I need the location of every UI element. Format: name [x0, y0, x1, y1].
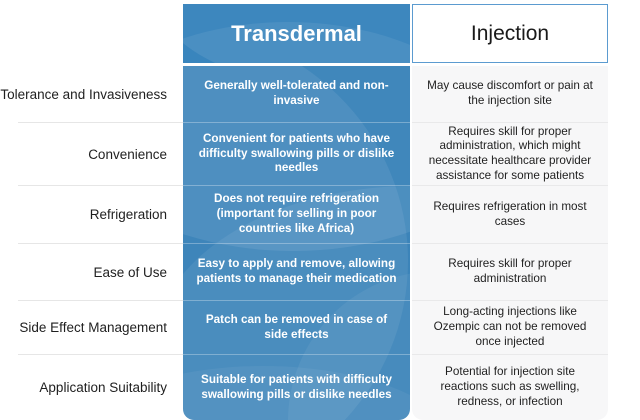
row-divider [18, 243, 183, 244]
row-divider [412, 300, 608, 301]
row-label: Ease of Use [93, 264, 167, 280]
table-header-row: Transdermal Injection [0, 0, 640, 64]
row-divider [412, 122, 608, 123]
row-divider [412, 354, 608, 355]
injection-cell: Requires skill for proper administration… [428, 124, 592, 182]
row-divider [183, 300, 410, 301]
row-divider [183, 243, 410, 244]
table-row: Side Effect Management Patch can be remo… [0, 301, 640, 354]
row-label: Convenience [88, 146, 167, 162]
row-divider [18, 122, 183, 123]
header-label-injection: Injection [470, 21, 550, 45]
transdermal-cell: Patch can be removed in case of side eff… [205, 312, 388, 341]
row-label: Application Suitability [39, 380, 167, 395]
table-row: Convenience Convenient for patients who … [0, 123, 640, 185]
row-label: Tolerance and Invasiveness [0, 86, 167, 102]
table-row: Tolerance and Invasiveness Generally wel… [0, 66, 640, 122]
transdermal-cell: Easy to apply and remove, allowing patie… [196, 257, 397, 285]
table-row: Application Suitability Suitable for pat… [0, 355, 640, 420]
transdermal-cell: Generally well-tolerated and non-invasiv… [204, 79, 389, 107]
row-label: Refrigeration [89, 207, 167, 222]
row-divider [183, 185, 410, 186]
row-divider [18, 354, 183, 355]
row-divider [183, 354, 410, 355]
header-label-transdermal: Transdermal [231, 20, 362, 46]
transdermal-cell: Suitable for patients with difficulty sw… [201, 372, 392, 401]
row-divider [412, 185, 608, 186]
header-cell-injection: Injection [412, 4, 608, 63]
table-body: Tolerance and Invasiveness Generally wel… [0, 66, 640, 420]
transdermal-cell: Convenient for patients who have difficu… [198, 131, 395, 175]
row-divider [18, 185, 183, 186]
table-row: Refrigeration Does not require refrigera… [0, 186, 640, 243]
row-divider [18, 300, 183, 301]
injection-cell: Long-acting injections like Ozempic can … [433, 305, 587, 348]
row-label: Side Effect Management [19, 320, 167, 335]
injection-cell: Requires refrigeration in most cases [433, 199, 587, 228]
header-cell-transdermal: Transdermal [183, 4, 410, 63]
injection-cell: Requires skill for proper administration [448, 257, 572, 285]
table-row: Ease of Use Easy to apply and remove, al… [0, 244, 640, 300]
injection-cell: May cause discomfort or pain at the inje… [427, 79, 593, 107]
transdermal-cell: Does not require refrigeration (importan… [214, 192, 379, 235]
row-divider [183, 122, 410, 123]
row-divider [412, 243, 608, 244]
injection-cell: Potential for injection site reactions s… [440, 365, 580, 408]
